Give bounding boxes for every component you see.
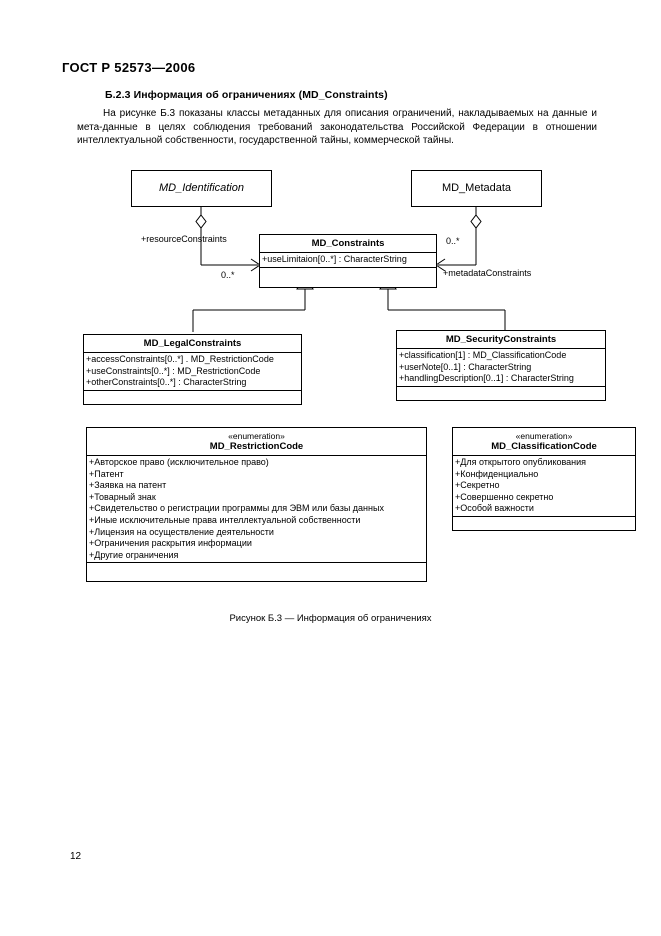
class-name-md-restriction-code: MD_RestrictionCode [209, 441, 304, 452]
attribute-row: +accessConstraints[0..*] . MD_Restrictio… [86, 354, 274, 364]
section-title: Б.2.3 Информация об ограничениях (MD_Con… [105, 89, 388, 101]
intro-text: На рисунке Б.3 показаны классы метаданны… [77, 108, 597, 146]
class-name-md-security-constraints: MD_SecurityConstraints [445, 334, 557, 345]
edge-label-metadata-constraints-role: +metadataConstraints [443, 268, 532, 278]
enum-literal: +Заявка на патент [89, 480, 167, 491]
literals-md-classification-code: +Для открытого опубликования +Конфиденци… [453, 455, 635, 516]
enum-literal: +Иные исключительные права интеллектуаль… [89, 514, 361, 525]
edge-label-resource-constraints-role: +resourceConstraints [141, 234, 227, 244]
attribute-row: +useLimitaion[0..*] : CharacterString [262, 254, 407, 264]
class-box-md-security-constraints[interactable]: MD_SecurityConstraints +classification[1… [396, 330, 606, 401]
class-name-md-metadata: MD_Metadata [441, 182, 512, 194]
operations-md-security-constraints [397, 385, 605, 403]
attribute-row: +otherConstraints[0..*] : CharacterStrin… [86, 377, 247, 388]
class-name-md-constraints: MD_Constraints [311, 238, 385, 249]
enum-literal: +Патент [89, 468, 124, 479]
edge-label-metadata-constraints-multiplicity: 0..* [446, 236, 460, 246]
attribute-row: +userNote[0..1] : CharacterString [399, 361, 532, 372]
enum-literal: +Конфиденциально [455, 468, 539, 479]
page-number: 12 [70, 851, 82, 862]
enum-literal: +Свидетельство о регистрации программы д… [89, 503, 384, 514]
class-box-md-identification[interactable]: MD_Identification [131, 170, 272, 207]
attributes-md-constraints: +useLimitaion[0..*] : CharacterString [260, 252, 436, 267]
class-name-md-legal-constraints: MD_LegalConstraints [143, 338, 242, 349]
attribute-row: +useConstraints[0..*] : MD_RestrictionCo… [86, 365, 261, 376]
enumeration-box-md-classification-code[interactable]: «enumeration» MD_ClassificationCode +Для… [452, 427, 636, 531]
literals-md-restriction-code: +Авторское право (исключительное право) … [87, 455, 426, 562]
operations-md-restriction-code [87, 562, 426, 579]
figure-caption: Рисунок Б.3 — Информация об ограничениях [229, 613, 432, 624]
enum-literal: +Товарный знак [89, 491, 156, 502]
enum-literal: +Ограничения раскрытия информации [89, 538, 252, 549]
standard-header: ГОСТ Р 52573—2006 [62, 60, 196, 75]
aggregation-diamond-metadata [470, 214, 482, 229]
class-box-md-legal-constraints[interactable]: MD_LegalConstraints +accessConstraints[0… [83, 334, 302, 405]
operations-md-constraints [260, 266, 436, 284]
attribute-row: +handlingDescription[0..1] : CharacterSt… [399, 373, 574, 384]
operations-md-classification-code [453, 515, 635, 533]
stereotype-md-classification-code: «enumeration» [515, 431, 573, 441]
operations-md-legal-constraints [84, 389, 301, 407]
class-name-md-classification-code: MD_ClassificationCode [491, 441, 597, 452]
attribute-row: +classification[1] : MD_ClassificationCo… [399, 350, 567, 360]
enum-literal: +Лицензия на осуществление деятельности [89, 526, 274, 537]
enum-literal: +Совершенно секретно [455, 491, 554, 502]
enum-literal: +Особой важности [455, 503, 534, 514]
intro-paragraph: На рисунке Б.3 показаны классы метаданны… [77, 107, 597, 148]
enum-literal: +Другие ограничения [89, 549, 179, 560]
aggregation-diamond-identification [195, 214, 207, 229]
stereotype-md-restriction-code: «enumeration» [228, 431, 285, 441]
enumeration-box-md-restriction-code[interactable]: «enumeration» MD_RestrictionCode +Авторс… [86, 427, 427, 582]
edge-label-resource-constraints-multiplicity: 0..* [221, 270, 235, 280]
class-box-md-constraints[interactable]: MD_Constraints +useLimitaion[0..*] : Cha… [259, 234, 437, 288]
attributes-md-security-constraints: +classification[1] : MD_ClassificationCo… [397, 348, 605, 386]
class-box-md-metadata[interactable]: MD_Metadata [411, 170, 542, 207]
attributes-md-legal-constraints: +accessConstraints[0..*] . MD_Restrictio… [84, 352, 301, 390]
enum-literal: +Авторское право (исключительное право) [89, 457, 269, 467]
enum-literal: +Секретно [455, 480, 500, 491]
class-name-md-identification: MD_Identification [159, 182, 244, 194]
enum-literal: +Для открытого опубликования [455, 457, 587, 467]
